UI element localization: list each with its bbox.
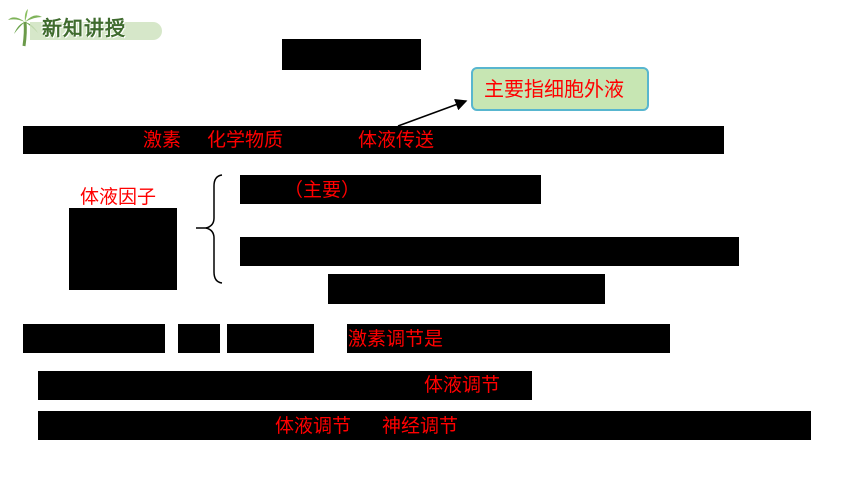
redacted-line5 [38, 371, 532, 400]
logo-underline [30, 22, 162, 40]
callout-box [471, 67, 649, 111]
redacted-branch-top [240, 175, 541, 204]
redacted-branch-mid [240, 237, 739, 266]
branch-note: （主要） [284, 179, 361, 201]
line4-text: 激素调节是 [348, 328, 444, 350]
line6-term-humoral: 体液调节 [275, 415, 352, 437]
header-logo [6, 8, 176, 48]
redacted-line4-c [227, 324, 314, 353]
line1-term-hormone: 激素 [143, 129, 182, 151]
redacted-title [282, 39, 421, 70]
redacted-line4-a [23, 324, 165, 353]
line1-term-chemical: 化学物质 [207, 129, 284, 151]
redacted-line1 [23, 126, 724, 154]
callout-text: 主要指细胞外液 [484, 77, 624, 101]
line1-term-transport: 体液传送 [358, 129, 435, 151]
redacted-branch-low [328, 274, 605, 304]
redacted-left-block [69, 208, 177, 290]
left-label: 体液因子 [80, 186, 157, 208]
redacted-line6 [38, 411, 811, 440]
line5-text: 体液调节 [424, 374, 501, 396]
line6-term-neural: 神经调节 [382, 415, 459, 437]
logo-title: 新知讲授 [42, 16, 126, 40]
redacted-line4-b [178, 324, 220, 353]
palm-tree-icon [8, 9, 42, 47]
